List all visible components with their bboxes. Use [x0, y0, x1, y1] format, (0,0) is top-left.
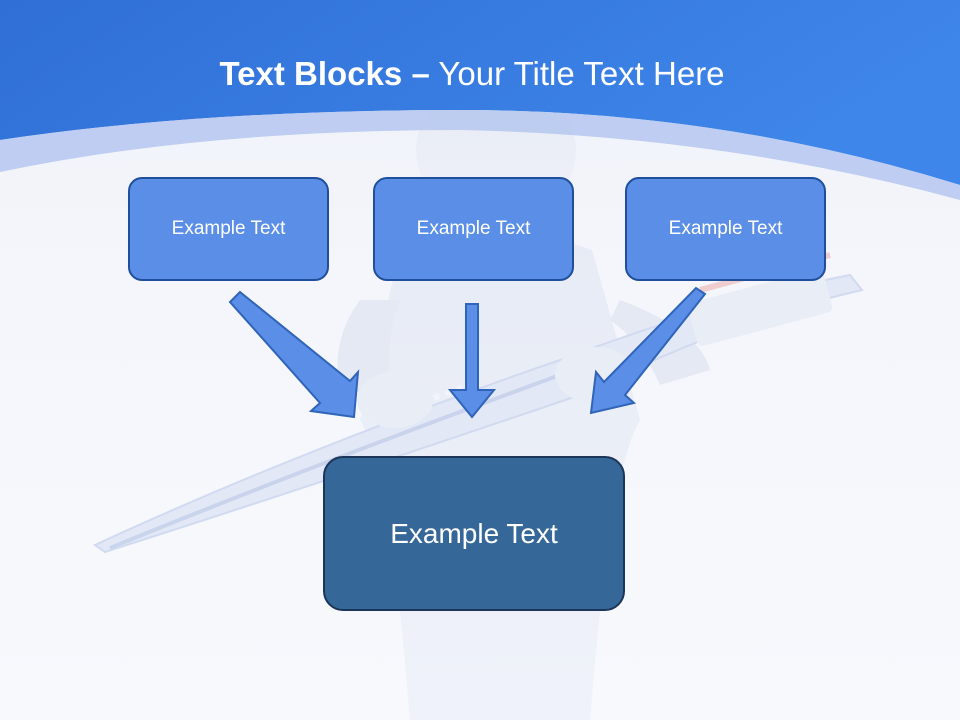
- arrow-right: [589, 286, 707, 415]
- text-block-center-label: Example Text: [416, 218, 531, 239]
- text-block-right-label: Example Text: [668, 218, 783, 239]
- arrow-left: [228, 290, 360, 419]
- text-block-right: Example Text: [625, 177, 826, 281]
- title-bold-text: Text Blocks: [219, 55, 403, 92]
- header-swoosh: [0, 110, 960, 200]
- arrow-center: [447, 303, 497, 419]
- slide-title: Text Blocks – Your Title Text Here: [0, 52, 944, 96]
- title-separator: –: [411, 55, 430, 92]
- header-band: [0, 0, 960, 185]
- title-rest-text: Your Title Text Here: [438, 55, 725, 92]
- text-block-main-label: Example Text: [390, 517, 558, 549]
- text-block-left: Example Text: [128, 177, 329, 281]
- text-block-left-label: Example Text: [171, 218, 286, 239]
- text-block-center: Example Text: [373, 177, 574, 281]
- text-block-main: Example Text: [323, 456, 625, 611]
